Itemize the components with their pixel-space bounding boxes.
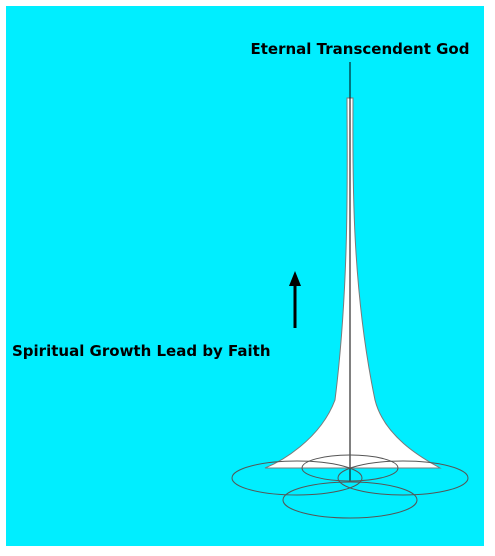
base-ellipse-bottom	[283, 482, 417, 518]
side-label: Spiritual Growth Lead by Faith	[12, 342, 271, 360]
base-ellipse-top	[302, 455, 398, 481]
top-label: Eternal Transcendent God	[251, 40, 470, 58]
